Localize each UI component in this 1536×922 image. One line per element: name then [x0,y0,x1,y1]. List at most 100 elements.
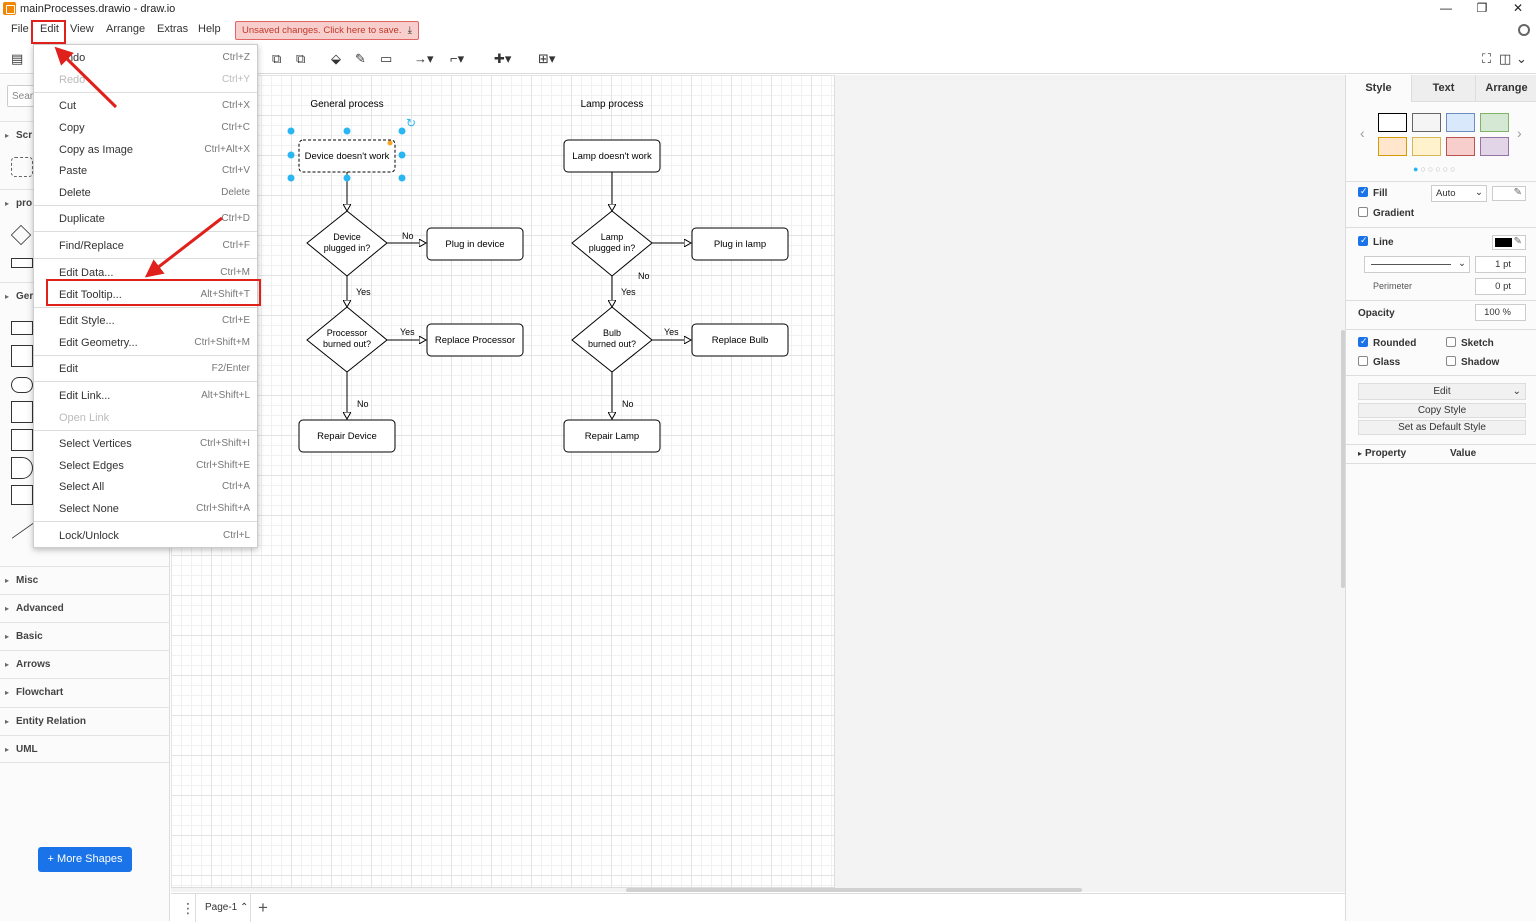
node-bulb-burned-out[interactable] [571,306,653,373]
square-shape-icon[interactable] [11,345,33,367]
menu-item-edit-data[interactable]: Edit Data...Ctrl+M [34,263,257,283]
menu-edit[interactable]: Edit [40,23,59,35]
line-width-input[interactable]: 1 pt [1475,256,1526,273]
close-button[interactable]: ✕ [1512,1,1524,15]
sidebar-section-arrows[interactable]: Arrows [0,650,170,679]
gradient-row[interactable]: Gradient [1358,207,1414,219]
connection-icon[interactable]: →▾ [414,51,434,66]
gradient-checkbox[interactable] [1358,207,1368,217]
sidebar-section-flowchart[interactable]: Flowchart [0,678,170,707]
copy-style-button[interactable]: Copy Style [1358,403,1526,418]
style-swatch[interactable] [1378,113,1407,132]
line-checkbox[interactable] [1358,235,1368,246]
glass-row[interactable]: Glass [1358,356,1400,368]
diamond-shape-icon[interactable] [10,224,32,246]
menu-item-edit-geometry[interactable]: Edit Geometry...Ctrl+Shift+M [34,333,257,353]
line-row[interactable]: Line [1358,235,1394,248]
rectangle-shape-icon[interactable] [11,258,33,268]
insert-icon[interactable]: ✚▾ [494,51,512,66]
rotate-handle-icon[interactable]: ↻ [406,116,416,130]
sidebar-section-uml[interactable]: UML [0,735,170,764]
style-swatch[interactable] [1480,137,1509,156]
style-swatch[interactable] [1446,137,1475,156]
unsaved-changes-button[interactable]: Unsaved changes. Click here to save. ⤓ [235,21,419,40]
sketch-checkbox[interactable] [1446,337,1456,347]
fill-mode-select[interactable]: Auto⌄ [1431,185,1487,202]
style-swatch[interactable] [1446,113,1475,132]
node-lamp-plugged-in[interactable] [571,210,653,277]
to-front-icon[interactable]: ⧉ [272,51,282,66]
selection-handles[interactable] [287,127,406,182]
property-header[interactable]: ▸Property [1358,448,1406,459]
rect-shape-icon[interactable] [11,321,33,335]
node-replace-processor[interactable] [426,323,524,357]
to-back-icon[interactable]: ⧉ [296,51,306,66]
page-tab-1[interactable]: Page-1 ⌃ [195,894,251,922]
menu-item-edit-tooltip[interactable]: Edit Tooltip...Alt+Shift+T [34,285,257,305]
set-default-style-button[interactable]: Set as Default Style [1358,420,1526,435]
sidebar-section-advanced[interactable]: Advanced [0,594,170,623]
node-device-doesnt-work[interactable] [298,139,396,173]
rounding-handle[interactable] [387,140,393,146]
tab-arrange[interactable]: Arrange [1475,75,1536,102]
diagram-page[interactable]: General process Lamp process No Yes Yes … [171,75,835,888]
restore-button[interactable]: ❐ [1476,1,1488,15]
tab-text[interactable]: Text [1411,75,1475,102]
node-processor-burned-out[interactable] [306,306,388,373]
diagram-canvas[interactable]: General process Lamp process No Yes Yes … [171,75,1345,892]
theme-toggle-icon[interactable] [1518,24,1530,36]
glass-checkbox[interactable] [1358,356,1368,366]
chevron-left-icon[interactable]: ‹ [1360,125,1365,141]
table-icon[interactable]: ⊞▾ [538,51,556,66]
swatch-page-dots[interactable]: ●○○○○○ [1413,164,1458,174]
rounded-checkbox[interactable] [1358,336,1368,347]
note-shape-icon[interactable] [11,429,33,451]
shadow-row[interactable]: Shadow [1446,356,1499,368]
perimeter-input[interactable]: 0 pt [1475,278,1526,295]
menu-view[interactable]: View [70,23,94,35]
menu-file[interactable]: File [11,23,29,35]
line-shape-icon[interactable] [12,505,34,539]
node-device-plugged-in[interactable] [306,210,388,277]
line-color-picker[interactable]: ✎ [1492,235,1526,250]
fullscreen-icon[interactable]: ⛶ [1482,51,1492,66]
sidebar-section-misc[interactable]: Misc [0,566,170,595]
fill-row[interactable]: Fill [1358,186,1387,199]
node-plug-in-lamp[interactable] [691,227,789,261]
menu-item-edit-link[interactable]: Edit Link...Alt+Shift+L [34,386,257,406]
line-style-select[interactable]: ⌄ [1364,256,1470,273]
delay-shape-icon[interactable] [11,457,33,479]
menu-arrange[interactable]: Arrange [106,23,146,35]
style-swatch[interactable] [1480,113,1509,132]
sketch-row[interactable]: Sketch [1446,337,1494,349]
style-swatch[interactable] [1378,137,1407,156]
fill-checkbox[interactable] [1358,186,1368,197]
fill-color-picker[interactable]: ✎ [1492,186,1526,201]
node-lamp-doesnt-work[interactable] [563,139,661,173]
scratchpad-drop-icon[interactable] [11,157,33,177]
list-shape-icon[interactable] [11,485,33,505]
opacity-input[interactable]: 100 % [1475,304,1526,321]
horizontal-scrollbar[interactable] [626,888,1082,892]
panels-icon[interactable]: ◫ [1499,51,1512,66]
menu-extras[interactable]: Extras [157,23,189,35]
flowchart-diagram[interactable]: General process Lamp process No Yes Yes … [171,75,835,888]
tab-style[interactable]: Style [1346,75,1411,102]
more-shapes-button[interactable]: + More Shapes [38,847,132,872]
menu-item-edit-style[interactable]: Edit Style...Ctrl+E [34,311,257,331]
shadow-icon[interactable]: ▭ [380,51,393,66]
fill-color-icon[interactable]: ⬙ [331,51,341,66]
format-panel-toggle-icon[interactable]: ▤ [11,51,24,66]
node-replace-bulb[interactable] [691,323,789,357]
